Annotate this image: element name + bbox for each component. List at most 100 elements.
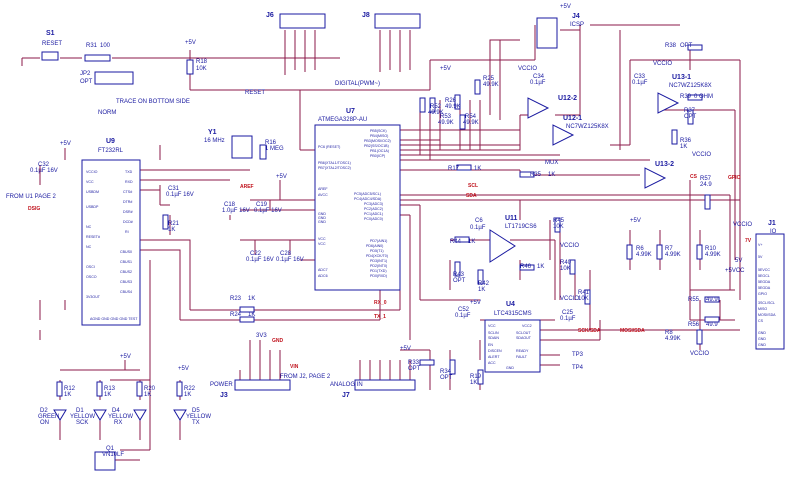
svg-text:24.9: 24.9 [700,182,712,188]
svg-text:RESET#: RESET# [86,235,100,239]
svg-text:CBUS0: CBUS0 [120,250,132,254]
svg-text:CBUS3: CBUS3 [120,280,132,284]
svg-text:GND: GND [318,216,326,220]
svg-text:+5VCC: +5VCC [725,268,745,274]
jp2-ref: JP2 [80,71,91,77]
svg-text:VCCIO: VCCIO [733,222,752,228]
svg-text:3V3OUT: 3V3OUT [86,295,101,299]
svg-text:R19: R19 [470,374,482,380]
resistors [56,44,720,397]
svg-text:R13: R13 [104,386,116,392]
svg-text:Q1: Q1 [106,446,115,452]
svg-text:NC: NC [86,225,92,229]
svg-text:CBUS1: CBUS1 [120,260,132,264]
jp2-norm: NORM [98,110,116,116]
svg-text:10K: 10K [553,224,564,230]
y1-ref: Y1 [208,129,217,136]
svg-text:SCK/SDA: SCK/SDA [578,328,601,334]
svg-text:V+: V+ [758,243,763,247]
svg-text:DCD#: DCD# [123,220,133,224]
svg-text:+5V: +5V [60,141,71,147]
svg-text:0.1µF 16V: 0.1µF 16V [30,168,58,174]
svg-text:TXD: TXD [125,170,133,174]
svg-text:+5V: +5V [470,300,481,306]
svg-text:PC4(ADC4/SDA): PC4(ADC4/SDA) [354,197,381,201]
svg-text:VCC: VCC [318,242,326,246]
svg-text:PB4(MISO): PB4(MISO) [370,134,388,138]
u13-1-ref: U13-1 [672,74,691,81]
svg-text:PD1(TXD): PD1(TXD) [370,269,387,273]
svg-text:PB1(OC1A): PB1(OC1A) [370,149,389,153]
svg-text:MISO: MISO [758,307,767,311]
svg-text:GND: GND [318,220,326,224]
svg-text:R56: R56 [688,322,700,328]
svg-text:49.9K: 49.9K [445,104,461,110]
svg-text:PD5(T1): PD5(T1) [370,249,384,253]
svg-text:R24: R24 [230,312,242,318]
svg-text:7V: 7V [745,238,752,244]
svg-text:PC6 (RESET): PC6 (RESET) [318,145,340,149]
s1-value: RESET [42,41,62,47]
svg-text:PD7(AIN1): PD7(AIN1) [370,239,387,243]
svg-text:R44: R44 [450,239,462,245]
svg-text:AREF: AREF [318,187,328,191]
u7-pins: PC6 (RESET) PB6(XTAL1/TOSC1) PB7(XTAL2/T… [318,129,391,278]
svg-text:0.1µF 16V: 0.1µF 16V [166,192,194,198]
j7-ref: J7 [342,392,350,399]
svg-text:C18: C18 [224,202,236,208]
reset-net: RESET [245,90,265,96]
svg-text:OPT: OPT [680,43,693,49]
svg-text:VCCIO: VCCIO [518,66,537,72]
svg-text:D2: D2 [40,408,48,414]
svg-text:D4: D4 [112,408,120,414]
svg-text:OSCO: OSCO [86,275,97,279]
svg-text:5EGDA: 5EGDA [758,280,771,284]
j1-value: IO [770,229,777,235]
j8-ref: J8 [362,12,370,19]
svg-text:R23: R23 [230,296,242,302]
svg-text:3SCL/SCL: 3SCL/SCL [758,301,775,305]
svg-text:C6: C6 [475,218,483,224]
svg-text:NC: NC [86,245,92,249]
svg-text:OPT: OPT [684,114,697,120]
svg-text:1K: 1K [104,392,111,398]
svg-text:1K: 1K [470,380,477,386]
svg-text:TX_1: TX_1 [374,314,386,320]
headers [94,13,558,391]
svg-text:SCLIN: SCLIN [488,331,499,335]
svg-text:D5: D5 [192,408,200,414]
svg-text:PD0(RXD): PD0(RXD) [370,274,387,278]
svg-text:R6: R6 [636,246,644,252]
svg-text:PC3(ADC3): PC3(ADC3) [364,202,383,206]
svg-text:5EGDA: 5EGDA [758,286,771,290]
u11-ref: U11 [505,215,518,222]
svg-text:GND: GND [758,337,766,341]
svg-text:C33: C33 [634,74,646,80]
svg-text:VCCIO: VCCIO [560,296,579,302]
p5v-top: +5V [185,40,196,46]
u12-1-symbol [552,124,575,146]
svg-text:R42: R42 [478,281,490,287]
svg-text:PB7(XTAL2/TOSC2): PB7(XTAL2/TOSC2) [318,166,351,170]
j7-value: ANALOG IN [330,382,363,388]
u9-ref: U9 [106,138,115,145]
j6-ref: J6 [266,12,274,19]
svg-text:VCC: VCC [488,324,496,328]
svg-text:DSIG: DSIG [28,206,40,212]
svg-text:5EVCC: 5EVCC [758,268,770,272]
svg-text:OPT: OPT [440,375,453,381]
svg-text:DISCEN: DISCEN [488,349,502,353]
svg-text:USBDM: USBDM [86,190,99,194]
svg-text:C52: C52 [458,307,470,313]
svg-text:R33: R33 [408,360,420,366]
svg-text:1K: 1K [248,312,255,318]
j1-body [755,233,785,350]
svg-text:49.9K: 49.9K [483,82,499,88]
svg-text:C22: C22 [250,251,262,257]
r18-ref: R18 [196,59,208,65]
u12-1-value: NC7WZ125K8X [566,124,609,130]
svg-text:VCC2: VCC2 [522,324,532,328]
